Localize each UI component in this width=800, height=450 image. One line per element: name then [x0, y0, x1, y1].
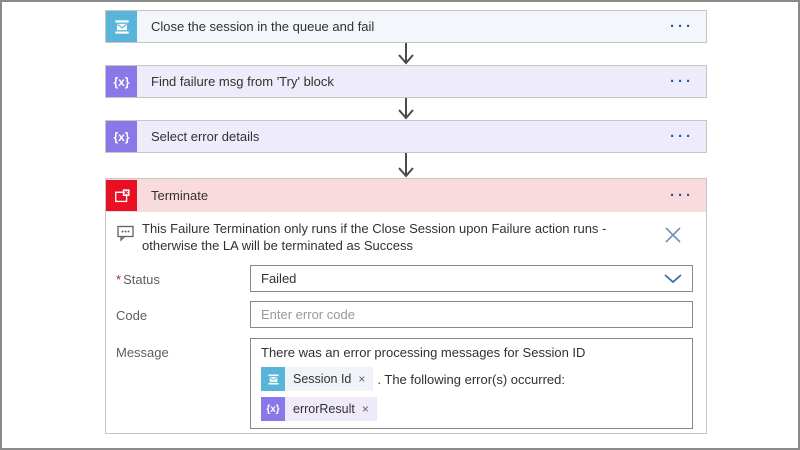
token-label: Session Id [293, 372, 352, 386]
message-text-line1: There was an error processing messages f… [261, 345, 586, 360]
card-title: Select error details [151, 129, 260, 144]
message-label: Message [116, 345, 169, 360]
chevron-down-icon [664, 273, 682, 283]
token-remove-button[interactable]: × [361, 402, 369, 416]
session-id-token[interactable]: Session Id × [261, 367, 374, 391]
terminate-header[interactable]: Terminate ··· [106, 179, 706, 212]
token-remove-button[interactable]: × [358, 372, 366, 386]
terminate-body: This Failure Termination only runs if th… [106, 212, 706, 434]
variables-icon: {x} [106, 66, 137, 97]
required-asterisk: * [116, 272, 122, 287]
variables-icon: {x} [261, 397, 285, 421]
comment-icon [117, 224, 135, 247]
token-label: errorResult [293, 402, 355, 416]
error-result-token[interactable]: {x} errorResult × [261, 397, 377, 421]
card-title: Terminate [151, 188, 209, 203]
card-menu-button[interactable]: ··· [670, 127, 694, 145]
down-arrow-icon [398, 153, 414, 178]
status-dropdown[interactable]: Failed [250, 265, 693, 292]
code-label: Code [116, 308, 148, 323]
card-menu-button[interactable]: ··· [670, 186, 694, 204]
comment-close-button[interactable] [662, 224, 684, 246]
status-value: Failed [261, 271, 297, 286]
down-arrow-icon [398, 98, 414, 120]
down-arrow-icon [398, 43, 414, 65]
variables-icon: {x} [106, 121, 137, 152]
card-menu-button[interactable]: ··· [670, 72, 694, 90]
action-card-find-failure-msg[interactable]: {x} Find failure msg from 'Try' block ··… [105, 65, 707, 98]
close-icon [665, 227, 681, 243]
comment-text: This Failure Termination only runs if th… [142, 221, 607, 253]
terminate-card: Terminate ··· This Failure Termination o… [105, 178, 707, 434]
message-editor[interactable]: There was an error processing messages f… [250, 338, 693, 429]
action-card-select-error-details[interactable]: {x} Select error details ··· [105, 120, 707, 153]
message-text-line2: . The following error(s) occurred: [377, 371, 565, 387]
servicebus-icon [261, 367, 285, 391]
code-input[interactable] [250, 301, 693, 328]
card-title: Find failure msg from 'Try' block [151, 74, 334, 89]
action-card-close-session[interactable]: Close the session in the queue and fail … [105, 10, 707, 43]
card-menu-button[interactable]: ··· [670, 17, 694, 35]
terminate-icon [106, 180, 137, 211]
servicebus-icon [106, 11, 137, 42]
status-label: *Status [116, 272, 160, 287]
card-title: Close the session in the queue and fail [151, 19, 375, 34]
